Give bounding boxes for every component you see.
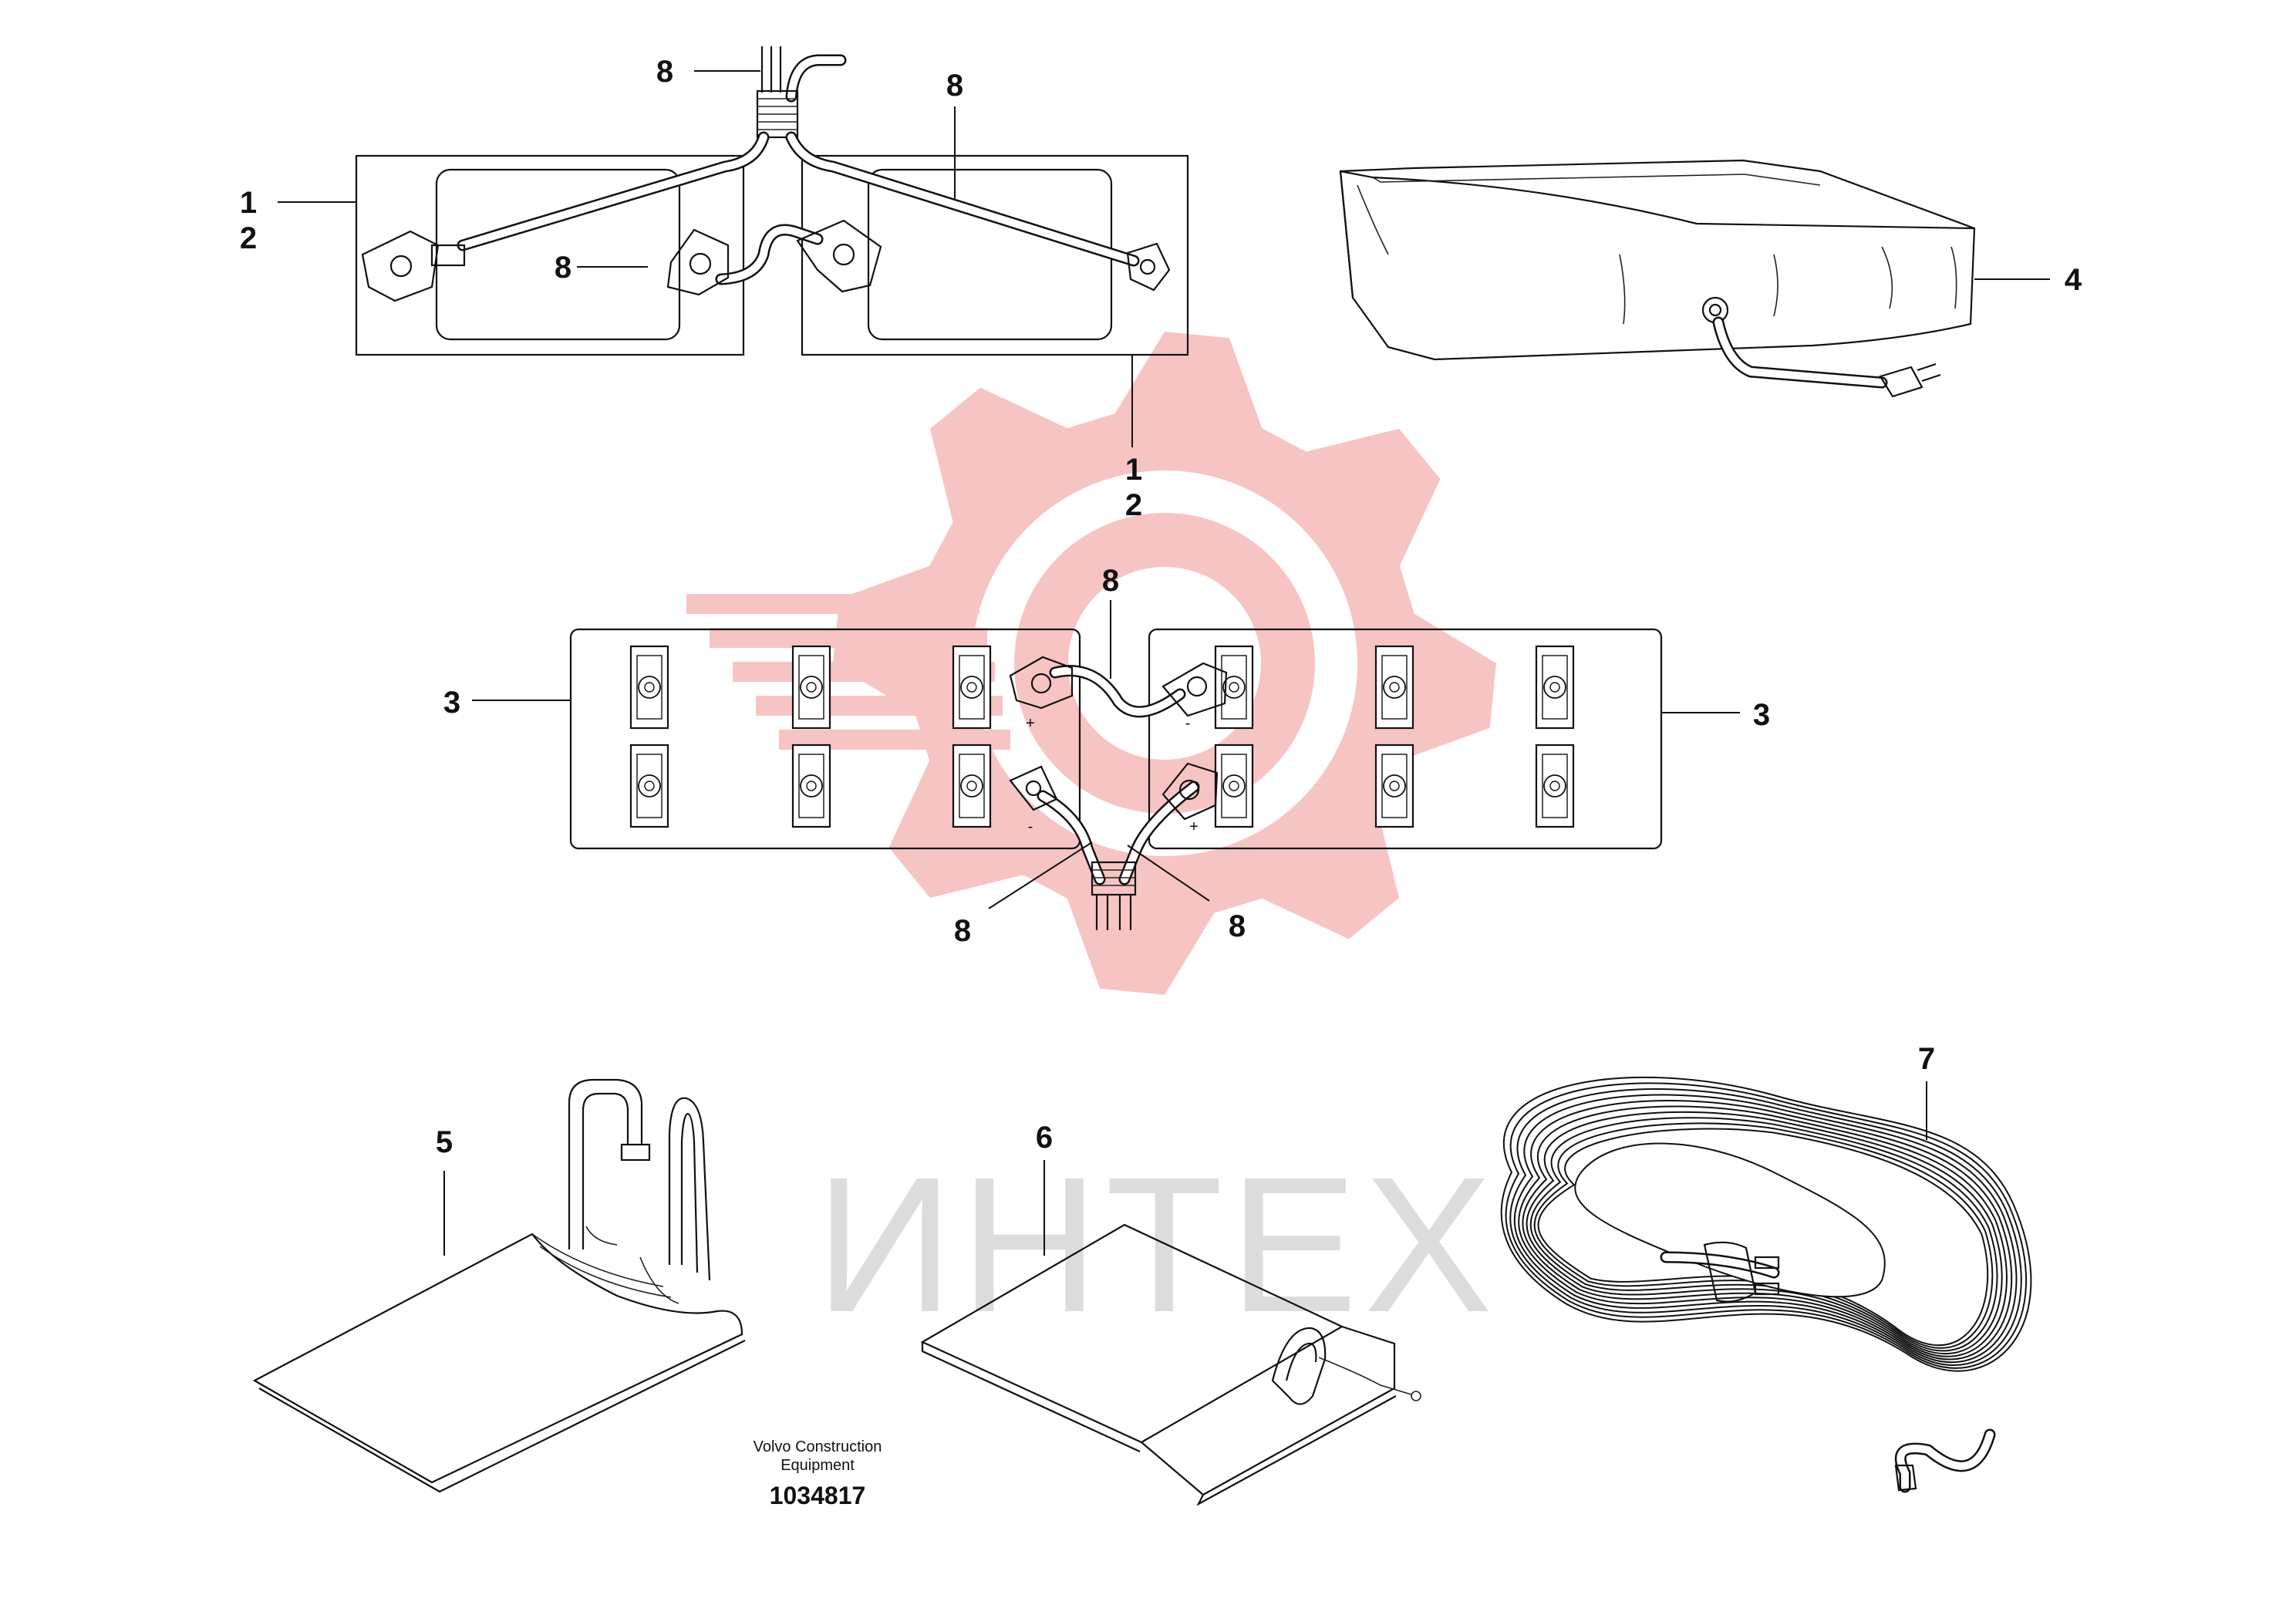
cord-loop (1513, 1094, 2018, 1364)
cord-loop (1518, 1100, 2013, 1361)
callout-8: 8 (656, 55, 673, 89)
callout-8: 8 (555, 251, 571, 285)
callouts: 8 8 1 2 8 1 2 4 8 3 3 8 8 5 6 7 (240, 55, 2082, 1159)
watermark-gear-icon (686, 332, 1496, 995)
gear-speed-stripe (733, 662, 995, 682)
terminal-mark-minus: - (1185, 715, 1191, 732)
battery-cell (952, 645, 992, 730)
heater-pad-6 (920, 1223, 1421, 1506)
battery-cell (1214, 744, 1254, 828)
caption-manufacturer: Volvo Construction (754, 1438, 882, 1455)
caption-manufacturer-line2: Equipment (781, 1457, 855, 1474)
callout-8: 8 (946, 69, 963, 103)
callout-2: 2 (240, 221, 257, 255)
plug-icon (1879, 363, 1941, 398)
extension-cord-coil (1500, 1076, 2032, 1372)
battery-cell (1535, 744, 1575, 828)
cord-loop (1526, 1111, 2003, 1354)
callout-6: 6 (1036, 1121, 1053, 1155)
battery-clamp-icon (361, 230, 466, 302)
battery-clamp-icon (1009, 765, 1058, 811)
battery-clamp-icon (1009, 656, 1074, 710)
caption: Volvo Construction Equipment 1034817 (754, 1438, 882, 1509)
battery-clamp-icon (666, 228, 730, 296)
battery-cell (1374, 645, 1414, 730)
battery-cells (629, 645, 1575, 828)
terminal-mark-minus: - (1028, 818, 1033, 835)
battery-cell (1535, 645, 1575, 730)
cord-loop (1509, 1088, 2022, 1366)
coil-plug (1660, 1241, 1996, 1493)
battery-clamp-icon (796, 219, 882, 293)
gear-speed-stripe (710, 628, 987, 648)
callout-4: 4 (2065, 263, 2082, 297)
battery-cell (629, 645, 669, 730)
callout-1: 1 (1125, 453, 1142, 487)
battery-cell (952, 744, 992, 828)
callout-7: 7 (1918, 1042, 1935, 1076)
watermark: ИНТЕХ (686, 332, 1499, 1352)
terminal-marks: + - - + (1026, 715, 1199, 835)
cable-harness-top (361, 46, 1171, 302)
gear-ring (1014, 513, 1315, 814)
callout-2: 2 (1125, 488, 1142, 522)
watermark-text: ИНТЕХ (815, 1137, 1499, 1352)
battery-cover (1339, 159, 1976, 398)
terminal-mark-plus: + (1026, 715, 1035, 732)
battery-cell (629, 744, 669, 828)
cord-loop (1522, 1105, 2008, 1357)
plug-icon (1703, 1241, 1780, 1303)
cord-loop (1533, 1122, 1994, 1349)
battery-pair-center (569, 628, 1663, 850)
battery-clamp-icon (1161, 662, 1228, 717)
gear-speed-stripe (686, 594, 979, 614)
battery-clamp-icon (1161, 762, 1219, 821)
callout-8: 8 (1102, 564, 1119, 598)
battery-cell (1214, 645, 1254, 730)
callout-5: 5 (436, 1125, 453, 1159)
callout-3: 3 (1753, 698, 1770, 732)
battery-pair-top (355, 154, 1189, 356)
caption-drawing-number: 1034817 (770, 1482, 866, 1509)
cord-loop (1500, 1076, 2032, 1372)
cord-loop (1505, 1082, 2028, 1369)
callout-1: 1 (240, 186, 257, 220)
terminal-mark-plus: + (1189, 818, 1199, 835)
cord-loop (1529, 1117, 1998, 1352)
heater-pad-5 (252, 1078, 746, 1493)
battery-clamp-icon (1126, 242, 1171, 292)
battery-cell (791, 744, 831, 828)
battery-cell (1374, 744, 1414, 828)
cord-inner-loop (1574, 1142, 1886, 1298)
callout-8: 8 (954, 914, 971, 948)
callout-3: 3 (443, 686, 460, 720)
callout-8: 8 (1229, 909, 1246, 943)
leader-lines (278, 70, 2050, 1256)
cable-harness-center (1009, 656, 1228, 930)
cord-loop (1537, 1128, 1989, 1346)
battery-cell (791, 645, 831, 730)
